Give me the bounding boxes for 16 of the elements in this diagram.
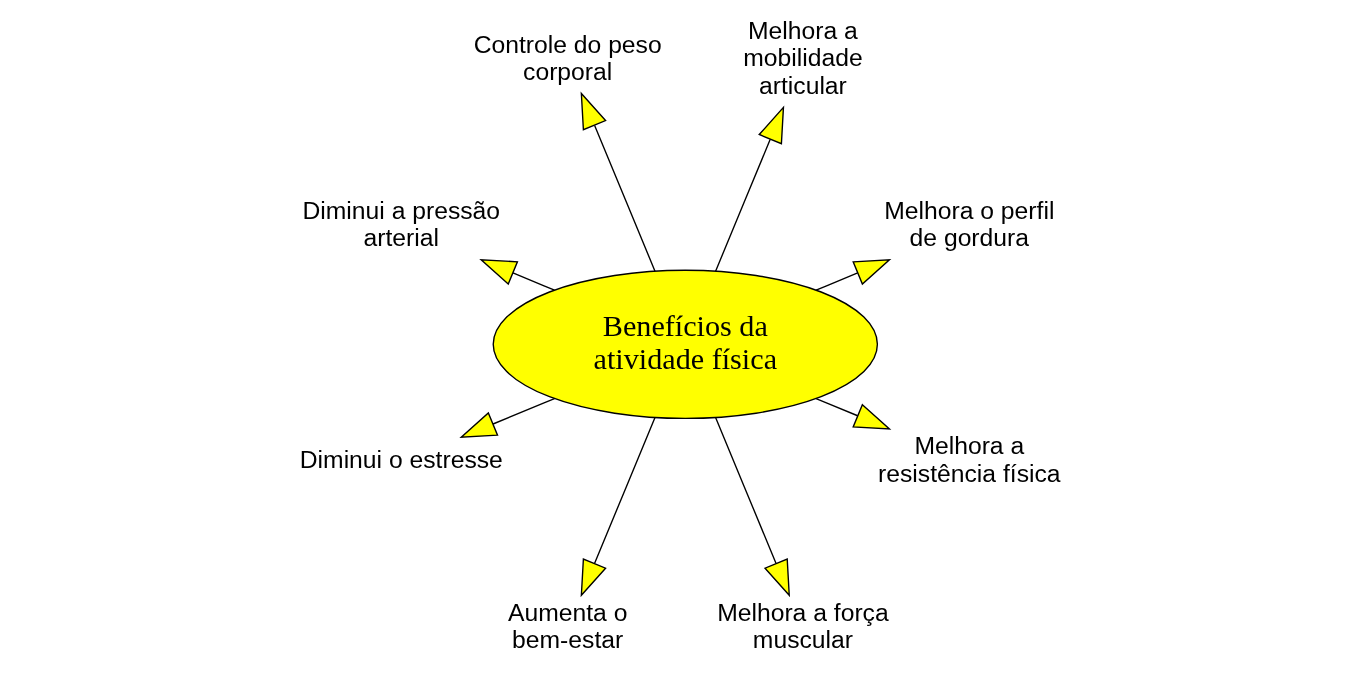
arrow bbox=[458, 397, 555, 438]
node-text: Diminui o estresse bbox=[299, 446, 503, 474]
node-text: Melhora a mobilidade articular bbox=[742, 16, 863, 99]
arrow bbox=[580, 416, 656, 598]
node-text: Melhora o perfil de gordura bbox=[883, 197, 1054, 252]
arrow bbox=[814, 397, 891, 430]
node-text: Melhora a resistência física bbox=[877, 432, 1061, 487]
node-text: Controle do peso corporal bbox=[473, 30, 662, 86]
node-text: Aumenta o bem-estar bbox=[507, 598, 627, 654]
arrow bbox=[714, 105, 784, 272]
node-text: Diminui a pressão arterial bbox=[302, 197, 500, 252]
arrow bbox=[580, 91, 656, 272]
arrow bbox=[814, 259, 891, 291]
node-text: Melhora a força muscular bbox=[716, 598, 889, 654]
arrow bbox=[714, 416, 790, 598]
arrow bbox=[478, 259, 555, 291]
